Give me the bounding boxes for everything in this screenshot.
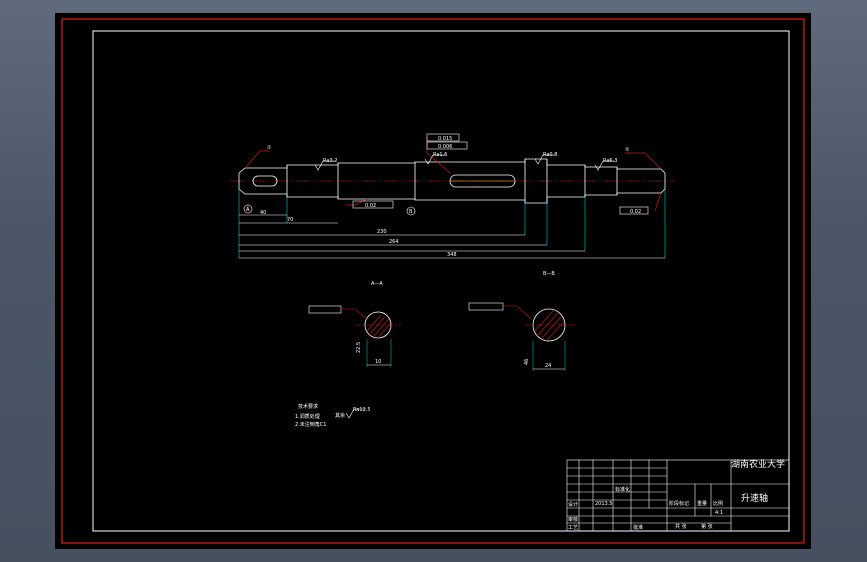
roughness-icon [534, 154, 555, 165]
roughness-icon [314, 160, 335, 171]
dim-length-4: 40 [260, 210, 266, 216]
callout-2: ② [625, 147, 630, 153]
dimension-texts: 40 70 230 264 348 [260, 210, 457, 258]
tech-title: 技术要求 [298, 403, 318, 410]
drawing-scale: 4:1 [715, 510, 723, 516]
drawing-date: 2013.5 [595, 501, 613, 507]
title-block [566, 459, 790, 532]
process-label: 工艺 [568, 525, 578, 531]
tolerance-2: 0.006 [438, 144, 452, 150]
dim-overall-length: 348 [447, 252, 457, 258]
callout-1: ① [267, 145, 272, 151]
tech-item-2: 2.未注倒角C1 [295, 421, 326, 428]
datum-circle-b [406, 206, 416, 216]
dim-keyway-width-2: 24 [545, 363, 551, 369]
section-label-b: B—B [543, 271, 555, 277]
design-label: 设计 [568, 501, 578, 508]
section-label-a: A—A [371, 281, 383, 287]
shaft-main-view [230, 158, 675, 204]
approve-label: 批准 [633, 524, 643, 531]
drawing-canvas: 40 70 230 264 348 Ra3.2 Ra1.6 Ra0.8 Ra6.… [61, 18, 805, 544]
cad-viewport[interactable]: 40 70 230 264 348 Ra3.2 Ra1.6 Ra0.8 Ra6.… [55, 13, 811, 549]
tolerance-4: 0.02 [630, 209, 641, 215]
scale-label: 比例 [713, 500, 723, 507]
weight-label: 重量 [697, 500, 707, 507]
tolerance-1: 0.015 [438, 136, 452, 142]
roughness-3: Ra0.8 [543, 152, 557, 158]
tolerance-frames: 0.015 0.006 0.02 0.02 [352, 133, 649, 215]
sheet-total-label: 共 张 [675, 523, 687, 530]
datum-circle-a [243, 204, 253, 214]
sheet-label: 第 张 [701, 523, 713, 530]
datum-b: B [409, 209, 413, 215]
roughness-icon [594, 160, 615, 171]
tech-item-1: 1.调质处理 [295, 413, 320, 420]
datum-a: A [246, 207, 250, 213]
dim-length-3: 230 [377, 229, 387, 235]
dim-length-2: 264 [389, 239, 399, 245]
sheet-inner-border [92, 30, 790, 532]
dim-depth-1: 22.5 [356, 342, 362, 353]
stage-mark-label: 阶段标记 [669, 500, 689, 507]
standard-label: 标准化 [615, 486, 630, 493]
roughness-1: Ra3.2 [323, 158, 337, 164]
section-view-b: B—B 24 46 [468, 271, 575, 371]
tech-requirements: 技术要求 1.调质处理 2.未注倒角C1 其余 Ra12.5 [295, 403, 371, 428]
roughness-icon [345, 408, 366, 419]
dimension-chain [238, 189, 666, 259]
dim-length-5: 70 [287, 217, 293, 223]
school-name: 湖南农业大学 [731, 458, 785, 470]
tech-roughness-value: Ra12.5 [353, 407, 371, 413]
title-block-text: 湖南农业大学 升速轴 2013.5 4:1 阶段标记 重量 比例 共 张 第 张… [568, 458, 785, 531]
dim-keyway-width: 10 [375, 359, 381, 365]
tech-roughness-note: 其余 [335, 412, 345, 419]
tolerance-3: 0.02 [365, 203, 376, 209]
roughness-icon [424, 154, 445, 165]
callout-markers: ① ② A B [243, 145, 630, 216]
roughness-4: Ra6.3 [603, 158, 617, 164]
section-view-a: A—A 10 22.5 [308, 281, 401, 367]
sheet-outer-border [61, 18, 805, 544]
drawing-title: 升速轴 [741, 492, 768, 504]
review-label: 审核 [568, 516, 578, 523]
dim-depth-2: 46 [524, 359, 530, 365]
roughness-2: Ra1.6 [433, 152, 447, 158]
roughness-marks: Ra3.2 Ra1.6 Ra0.8 Ra6.3 [314, 152, 617, 171]
